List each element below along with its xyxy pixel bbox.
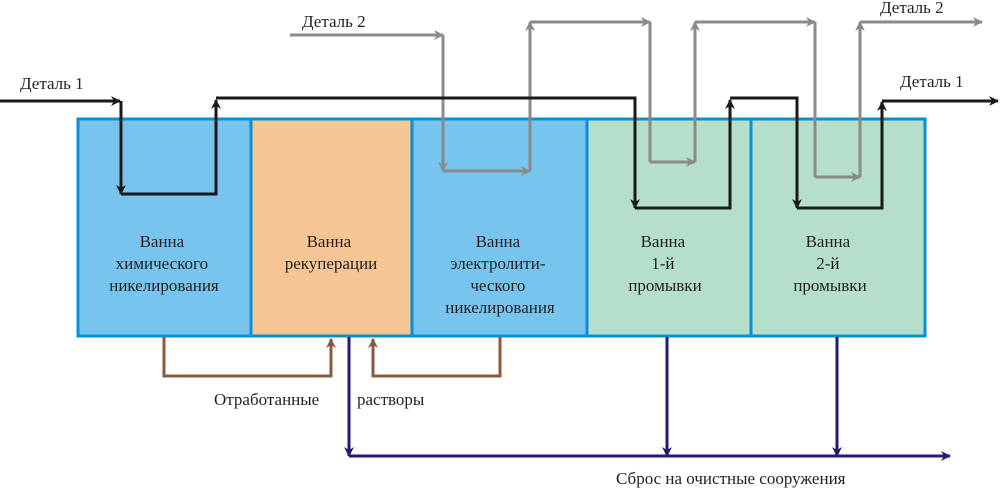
spent-arrow-from-tank1 (162, 337, 336, 378)
tank-label-rinse-1: Ванна 1-й промывки (628, 232, 701, 295)
spent-arrow-from-tank3 (368, 337, 502, 378)
label-spent-solutions-a: Отработанные (214, 390, 319, 409)
tank-rinse-2 (749, 117, 927, 338)
part1-arrow-up-tank1 (121, 99, 221, 196)
part1-arrow-down-tank5 (730, 96, 802, 209)
tank-recuperation (249, 117, 414, 338)
tanks (76, 117, 927, 338)
part1-arrow-up-tank5 (797, 101, 887, 210)
tank-label-rinse-2: Ванна 2-й промывки (793, 232, 866, 295)
part2-path (290, 17, 983, 182)
tank-rinse-1 (585, 117, 753, 338)
part1-path (0, 96, 999, 210)
part1-arrow-down-tank4 (216, 96, 640, 209)
label-part1-in: Деталь 1 (20, 74, 84, 93)
tank-label-recuperation: Ванна рекуперации (285, 232, 378, 273)
tank-label-electrolytic-nickel: Ванна электролити- ческого никелирования (445, 232, 555, 317)
part1-arrow-up-tank4 (635, 99, 735, 210)
label-part2-out: Деталь 2 (880, 0, 944, 17)
drain-path (344, 337, 951, 461)
tank-label-chemical-nickel: Ванна химического никелирования (109, 232, 219, 295)
tank-labels: Ванна химического никелирования Ванна ре… (109, 232, 866, 317)
label-part1-out: Деталь 1 (900, 72, 964, 91)
label-drain: Сброс на очистные сооружения (616, 469, 846, 488)
spent-solution-path (162, 337, 502, 378)
label-part2-in: Деталь 2 (302, 12, 366, 31)
tank-electrolytic-nickel (410, 117, 589, 338)
tank-chemical-nickel (76, 117, 253, 338)
label-spent-solutions-b: растворы (357, 390, 425, 409)
